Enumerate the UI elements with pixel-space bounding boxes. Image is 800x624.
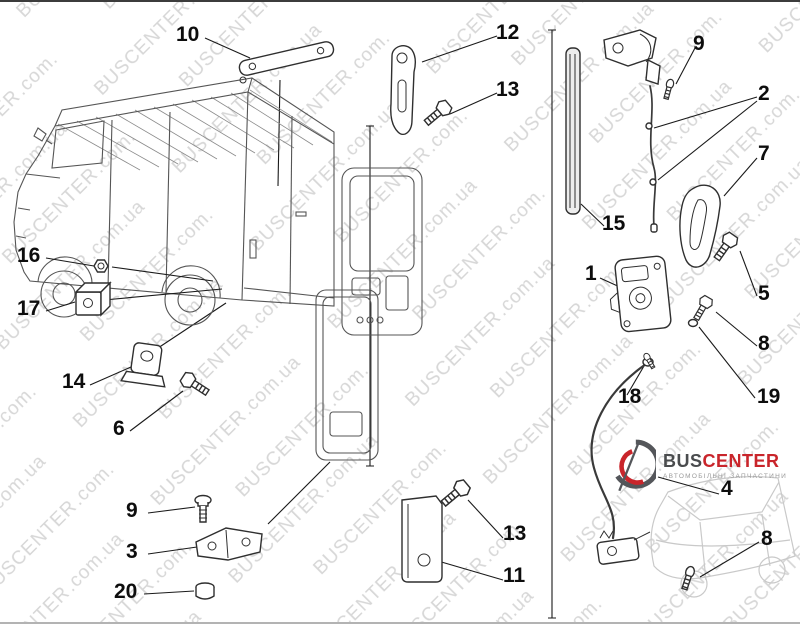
- callout-11: 11: [503, 564, 526, 587]
- callout-17: 17: [17, 297, 41, 320]
- callout-5: 5: [758, 282, 770, 305]
- bottom-border: [0, 622, 800, 624]
- part-bracket-3: [195, 527, 263, 561]
- guide-lines: [157, 29, 556, 619]
- logo-wordmark: BUSCENTER: [663, 450, 787, 472]
- part-latch-4: [596, 530, 651, 565]
- callout-12: 12: [496, 21, 520, 44]
- callout-14: 14: [62, 370, 86, 393]
- leader-lines: [45, 35, 760, 595]
- part-striker-14: [120, 342, 166, 388]
- callout-9-top: 9: [693, 32, 705, 55]
- logo-subtitle: АВТОМОБІЛЬНІ ЗАПЧАСТИНИ: [663, 473, 788, 481]
- door-panel-lower: [315, 289, 379, 461]
- callout-10: 10: [176, 23, 200, 46]
- callout-8-right: 8: [758, 332, 770, 355]
- part-handle-7: [679, 184, 721, 268]
- callout-2: 2: [758, 82, 770, 105]
- part-strip-10: [238, 41, 335, 84]
- part-rail-15: [565, 47, 581, 215]
- callout-16: 16: [17, 244, 41, 267]
- callout-3: 3: [126, 540, 138, 563]
- callout-20: 20: [114, 580, 138, 603]
- callout-7: 7: [758, 142, 770, 165]
- callout-13-bottom: 13: [503, 522, 527, 545]
- part-cable-2: [645, 85, 658, 233]
- logo-text-center: CENTER: [702, 450, 780, 471]
- buscenter-logo-icon: [615, 439, 656, 492]
- callout-18: 18: [618, 385, 642, 408]
- part-block-17: [74, 281, 112, 317]
- part-nut-16: [93, 259, 109, 273]
- door-trim-panel-upper: [341, 167, 423, 336]
- part-washer-19: [687, 318, 699, 328]
- logo-text-bus: BUS: [663, 450, 703, 471]
- callout-8-bottom: 8: [761, 527, 773, 550]
- callout-6: 6: [113, 417, 125, 440]
- top-border: [0, 0, 800, 2]
- part-grommet-20: [195, 582, 215, 600]
- callout-1: 1: [585, 262, 597, 285]
- buscenter-logo: BUSCENTER АВТОМОБІЛЬНІ ЗАПЧАСТИНИ: [612, 438, 787, 494]
- part-lock-1: [609, 255, 672, 333]
- part-bracket-11: [401, 495, 443, 583]
- van-illustration: [13, 77, 335, 326]
- callout-15: 15: [602, 212, 626, 235]
- callout-9-bottom: 9: [126, 499, 138, 522]
- part-screw-9-bottom: [194, 494, 212, 523]
- callout-4: 4: [721, 477, 733, 500]
- callout-19: 19: [757, 385, 781, 408]
- part-lock-upper-right: [603, 29, 661, 85]
- part-check-strap-12: [390, 45, 417, 136]
- callout-13-top: 13: [496, 78, 520, 101]
